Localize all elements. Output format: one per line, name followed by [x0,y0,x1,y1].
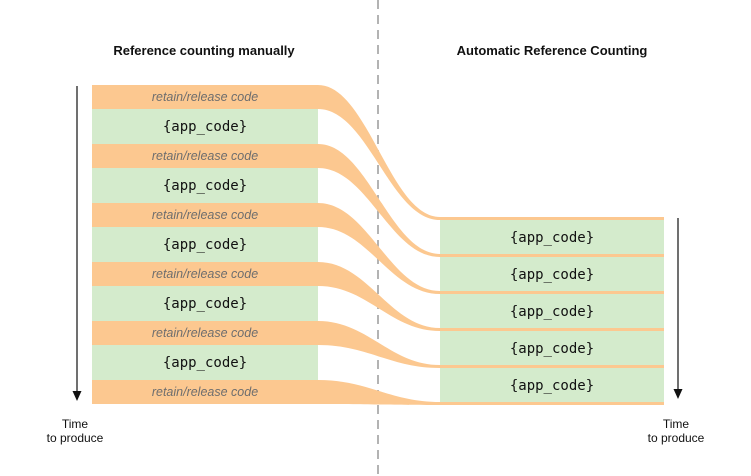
app-code-label: {app_code} [510,304,594,320]
app-code-block [440,294,664,328]
retain-release-label: retain/release code [152,149,258,163]
left-title: Reference counting manually [113,43,295,58]
manual-block: {app_code} [92,286,318,321]
manual-block: retain/release code [92,85,318,109]
manual-block: retain/release code [92,203,318,227]
right-title: Automatic Reference Counting [457,43,648,58]
app-code-block [92,345,318,380]
app-code-label: {app_code} [163,296,247,312]
app-code-label: {app_code} [163,119,247,135]
app-code-block [440,331,664,365]
retain-release-label: retain/release code [152,90,258,104]
arc-block: {app_code} [440,220,664,254]
arrowhead-icon [72,391,82,401]
retain-release-block [92,144,318,168]
right-time-label-line1: Time [663,417,690,431]
right-time-arrow [673,218,683,399]
left-time-arrow [72,86,82,401]
arc-column: {app_code} {app_code} {app_code} {app_co… [440,220,664,402]
app-code-label: {app_code} [510,378,594,394]
retain-release-block [92,262,318,286]
app-code-block [440,368,664,402]
manual-block: {app_code} [92,227,318,262]
app-code-block [440,220,664,254]
app-code-block [92,227,318,262]
arc-block: {app_code} [440,294,664,328]
arc-block: {app_code} [440,368,664,402]
manual-block: {app_code} [92,109,318,144]
retain-release-label: retain/release code [152,326,258,340]
app-code-block [440,257,664,291]
retain-release-label: retain/release code [152,208,258,222]
retain-release-block [92,203,318,227]
app-code-block [92,286,318,321]
app-code-label: {app_code} [163,355,247,371]
retain-release-label: retain/release code [152,385,258,399]
retain-release-flow [92,85,664,220]
app-code-label: {app_code} [510,341,594,357]
retain-release-flow [92,144,664,257]
app-code-label: {app_code} [510,267,594,283]
right-time-label-line2: to produce [648,431,705,445]
app-code-block [92,109,318,144]
manual-block: {app_code} [92,345,318,380]
retain-release-block [92,380,318,404]
app-code-block [92,168,318,203]
retain-release-block [92,85,318,109]
arc-block: {app_code} [440,257,664,291]
left-time-label-line2: to produce [47,431,104,445]
retain-release-block [92,321,318,345]
manual-block: retain/release code [92,380,318,404]
arc-block: {app_code} [440,331,664,365]
arrowhead-icon [673,389,683,399]
left-time-label-line1: Time [62,417,89,431]
app-code-label: {app_code} [163,237,247,253]
manual-block: retain/release code [92,262,318,286]
retain-release-label: retain/release code [152,267,258,281]
manual-block: retain/release code [92,144,318,168]
app-code-label: {app_code} [510,230,594,246]
manual-column: retain/release code {app_code} retain/re… [92,85,318,404]
app-code-label: {app_code} [163,178,247,194]
manual-block: retain/release code [92,321,318,345]
manual-block: {app_code} [92,168,318,203]
